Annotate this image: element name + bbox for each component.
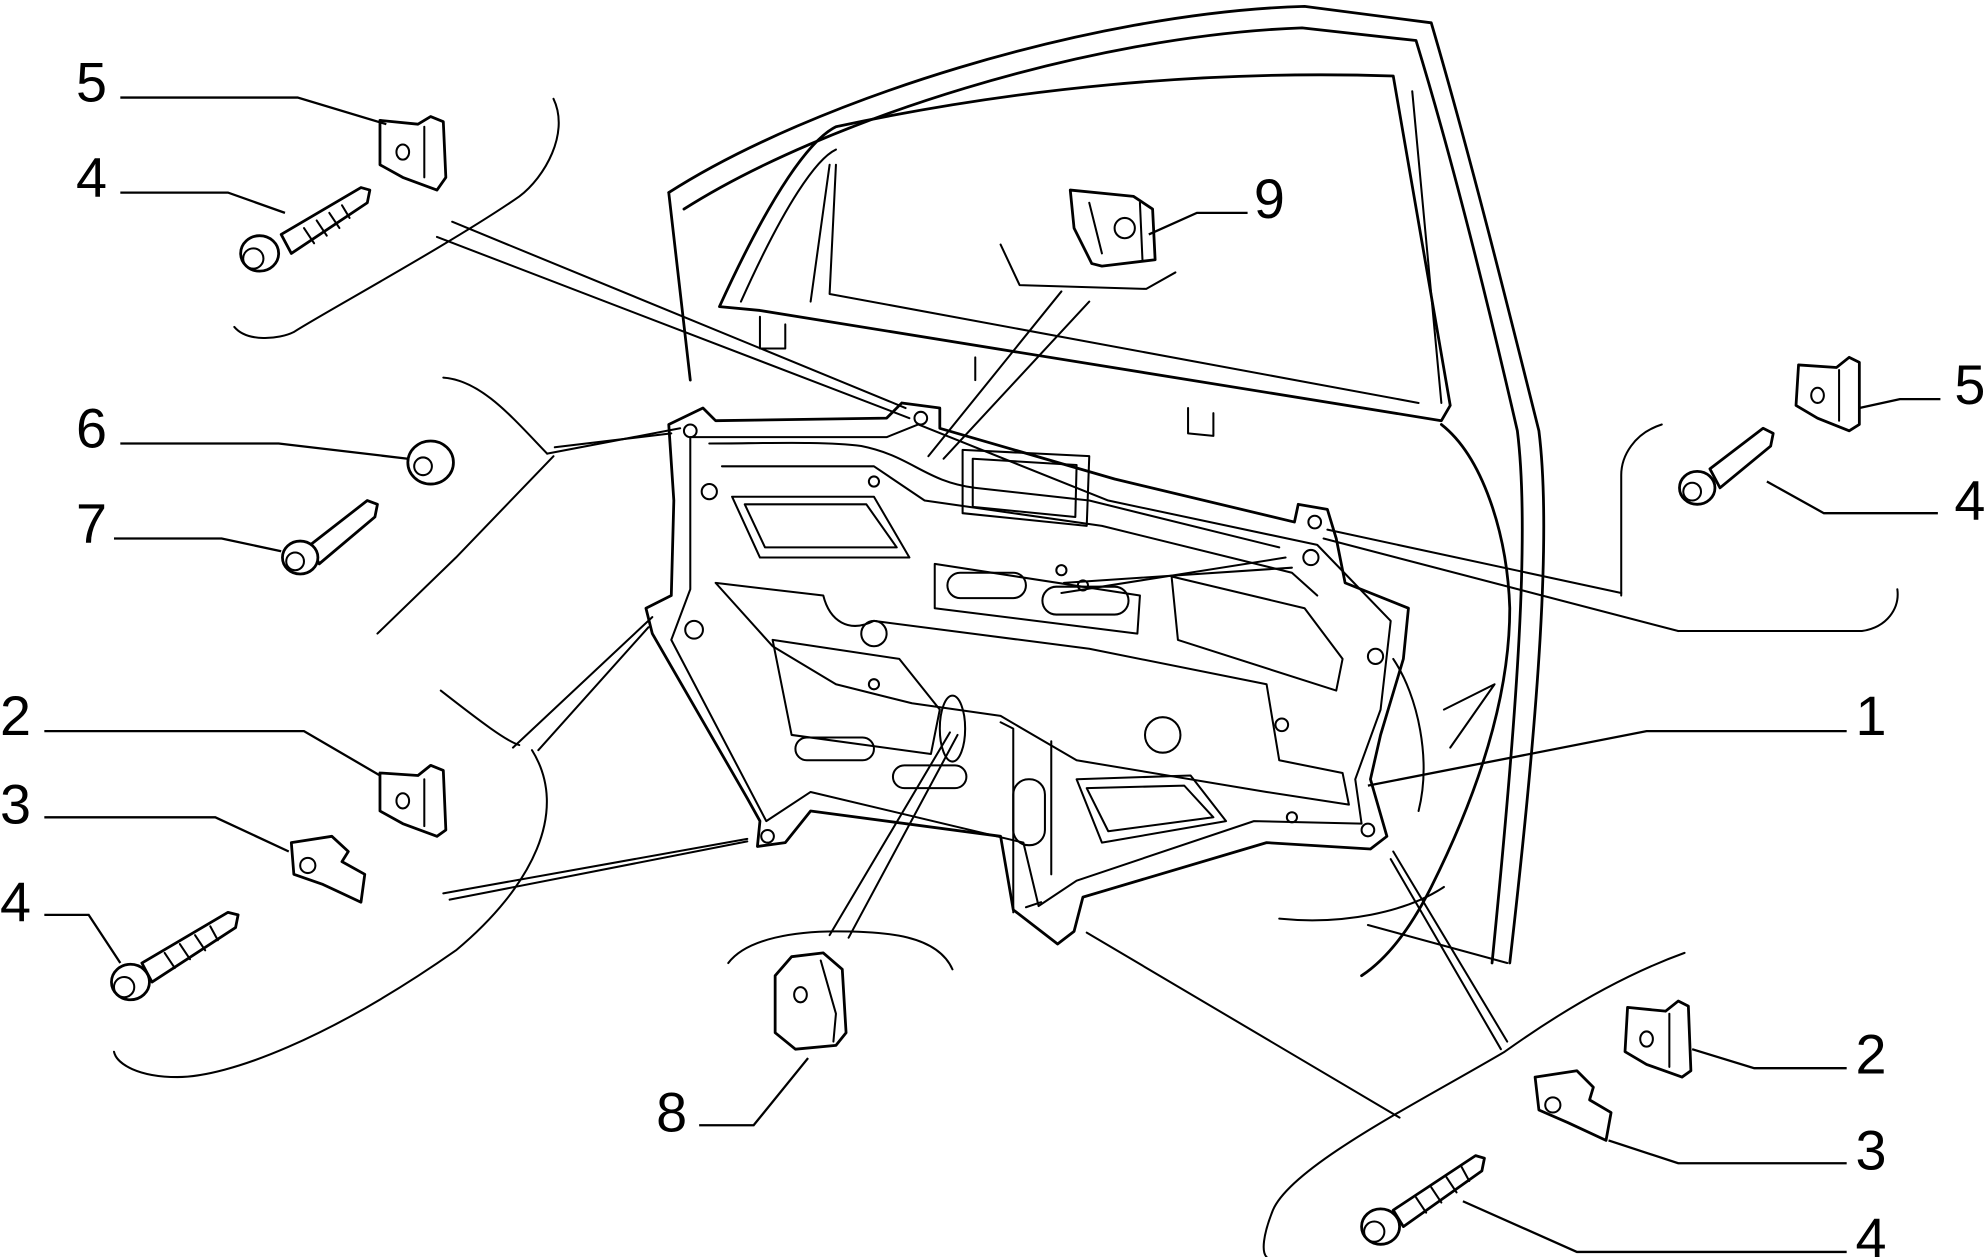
clip-part-5-top-left [378, 115, 448, 192]
callout-3-bottom-right: 3 [1856, 1120, 1887, 1182]
screw-part-4-top-left [239, 186, 372, 273]
callout-8: 8 [656, 1082, 687, 1144]
clip-part-2-left [378, 763, 448, 838]
callout-4-right: 4 [1954, 470, 1985, 532]
callout-1: 1 [1856, 685, 1887, 747]
callout-9: 9 [1254, 168, 1285, 230]
callout-5-top-left: 5 [76, 51, 107, 113]
callout-2-left: 2 [0, 685, 31, 747]
clip-part-3-left [289, 834, 367, 904]
bolt-part-7 [281, 499, 379, 576]
callout-4-top-left: 4 [76, 146, 107, 208]
clip-part-5-right [1794, 355, 1861, 433]
clip-part-2-bottom-right [1623, 999, 1693, 1079]
explosion-lines [435, 220, 1680, 1119]
screw-part-4-left [110, 910, 240, 1002]
callout-4-bottom-right: 4 [1856, 1207, 1887, 1257]
callout-leaders [44, 96, 1941, 1254]
clip-part-3-bottom-right [1533, 1069, 1613, 1142]
callout-2-bottom-right: 2 [1856, 1023, 1887, 1085]
callout-4-left: 4 [0, 871, 31, 933]
callout-5-right: 5 [1954, 354, 1985, 416]
nut-part-6 [406, 439, 455, 486]
explosion-arcs [112, 97, 1899, 1257]
door-panel-carrier [644, 401, 1410, 946]
screw-part-4-bottom-right [1360, 1154, 1486, 1246]
callout-3-left: 3 [0, 774, 31, 836]
door-frame [667, 4, 1546, 978]
callout-labels: 5 4 6 7 2 3 4 9 5 4 1 8 2 3 4 [0, 51, 1985, 1257]
plug-part-8 [773, 951, 848, 1051]
bracket-part-9 [1068, 188, 1157, 268]
callout-6: 6 [76, 397, 107, 459]
callout-7: 7 [76, 492, 107, 554]
bolt-part-4-right [1678, 426, 1775, 506]
